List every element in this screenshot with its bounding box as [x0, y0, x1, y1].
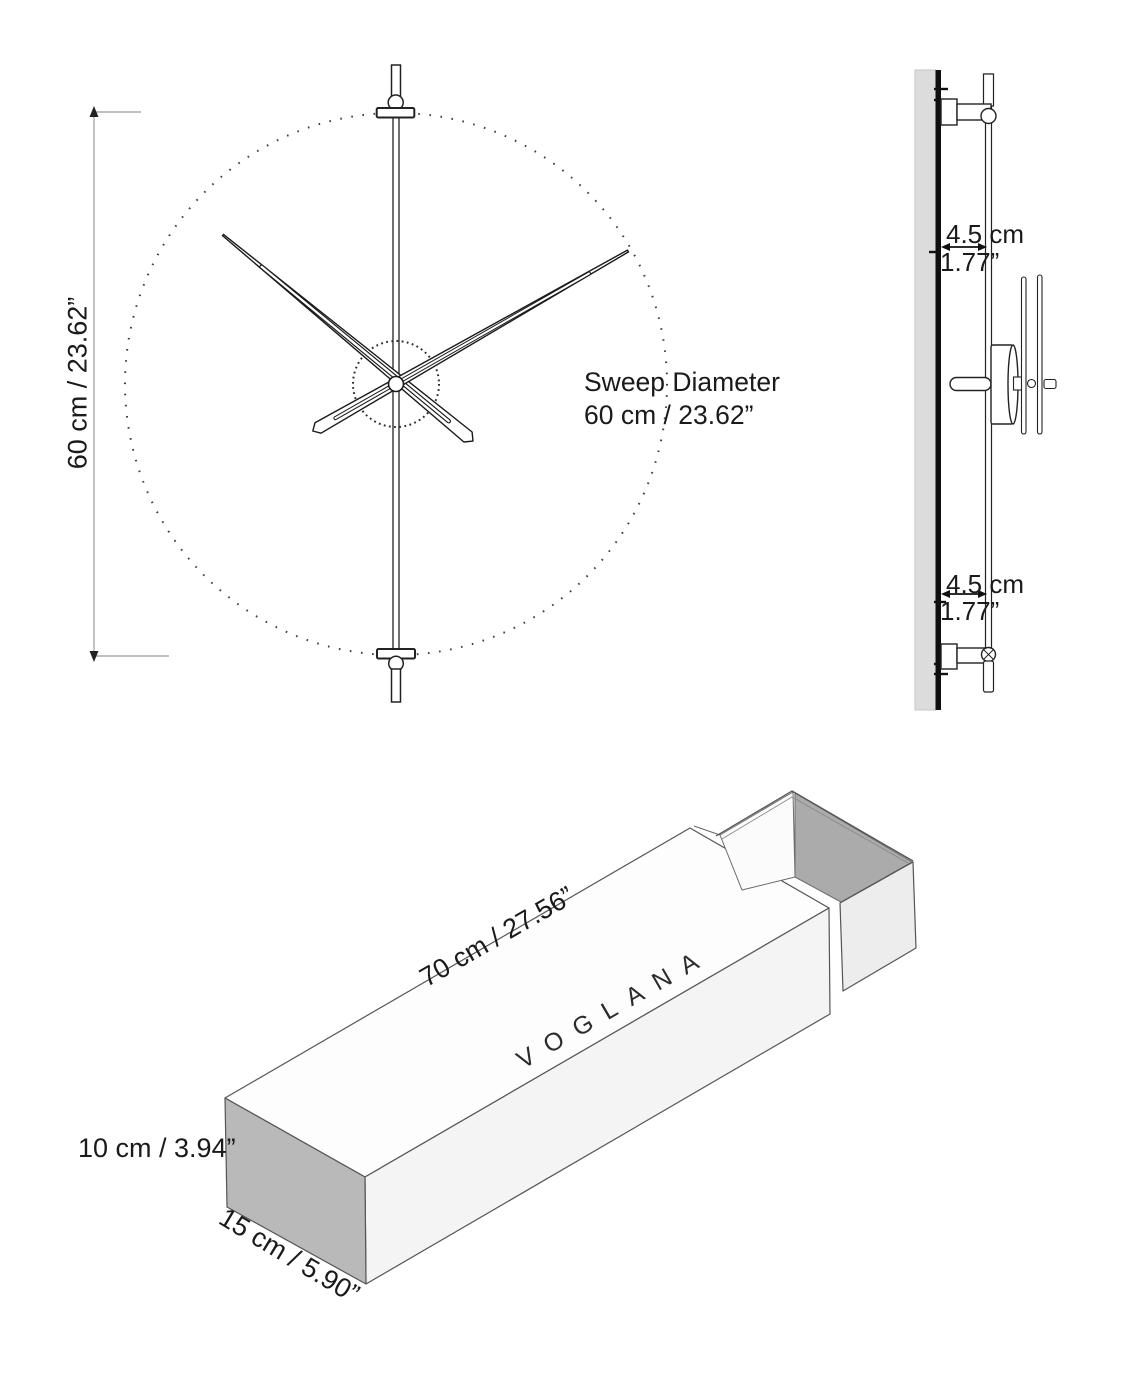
- front-height-dimension-label: 60 cm / 23.62”: [62, 296, 93, 470]
- bottom-pin: [390, 668, 402, 703]
- hand-counterweight: [1043, 378, 1057, 390]
- sweep-diameter-line2: 60 cm / 23.62”: [584, 399, 754, 430]
- inner-tray: [693, 790, 917, 992]
- tray-rim-outer: [715, 790, 914, 862]
- side-bottom-offset-inch-label: 1.77”: [940, 596, 1000, 626]
- side-movement: [949, 274, 1057, 435]
- height-dimension-line: [93, 111, 169, 657]
- tray-rim-inner: [721, 796, 909, 864]
- side-top-ball: [980, 107, 997, 125]
- hour-hand: [221, 233, 474, 443]
- clock-front-view: [89, 64, 668, 703]
- top-pin: [390, 64, 402, 98]
- side-top-pin: [982, 73, 995, 107]
- side-bottom-pin: [982, 660, 995, 693]
- side-bottom-offset-cm-label: 4.5 cm: [946, 569, 1025, 599]
- packaging-box: [224, 790, 917, 1285]
- wall: [914, 69, 937, 711]
- sweep-diameter-label: Sweep Diameter 60 cm / 23.62”: [584, 366, 780, 432]
- side-bottom-bracket-flange: [940, 643, 958, 670]
- top-offset-arrow: [941, 243, 987, 251]
- sweep-diameter-line1: Sweep Diameter: [584, 367, 780, 397]
- top-bar: [375, 107, 416, 119]
- box-height-label: 10 cm / 3.94”: [78, 1133, 236, 1163]
- height-arrow-down: [89, 651, 99, 662]
- hand-edge-2: [1036, 274, 1043, 435]
- hand-nut: [1026, 378, 1037, 389]
- side-top-offset-inch-label: 1.77”: [940, 247, 1000, 277]
- side-top-bracket-flange: [940, 98, 958, 126]
- hub-ring: [352, 340, 440, 428]
- side-top-offset-cm-label: 4.5 cm: [946, 219, 1025, 249]
- minute-hand: [312, 249, 630, 434]
- sleeve-left-face: [224, 1097, 367, 1285]
- clock-side-view: [914, 69, 1057, 711]
- wall-surface-line: [935, 70, 941, 710]
- tray-front-face: [839, 861, 917, 992]
- hanger-bar: [949, 376, 992, 392]
- hand-edge-1: [1020, 276, 1027, 435]
- bottom-offset-arrow: [941, 590, 987, 598]
- center-cap: [387, 375, 405, 393]
- sweep-circle: [124, 112, 668, 656]
- height-arrow-up: [89, 106, 99, 117]
